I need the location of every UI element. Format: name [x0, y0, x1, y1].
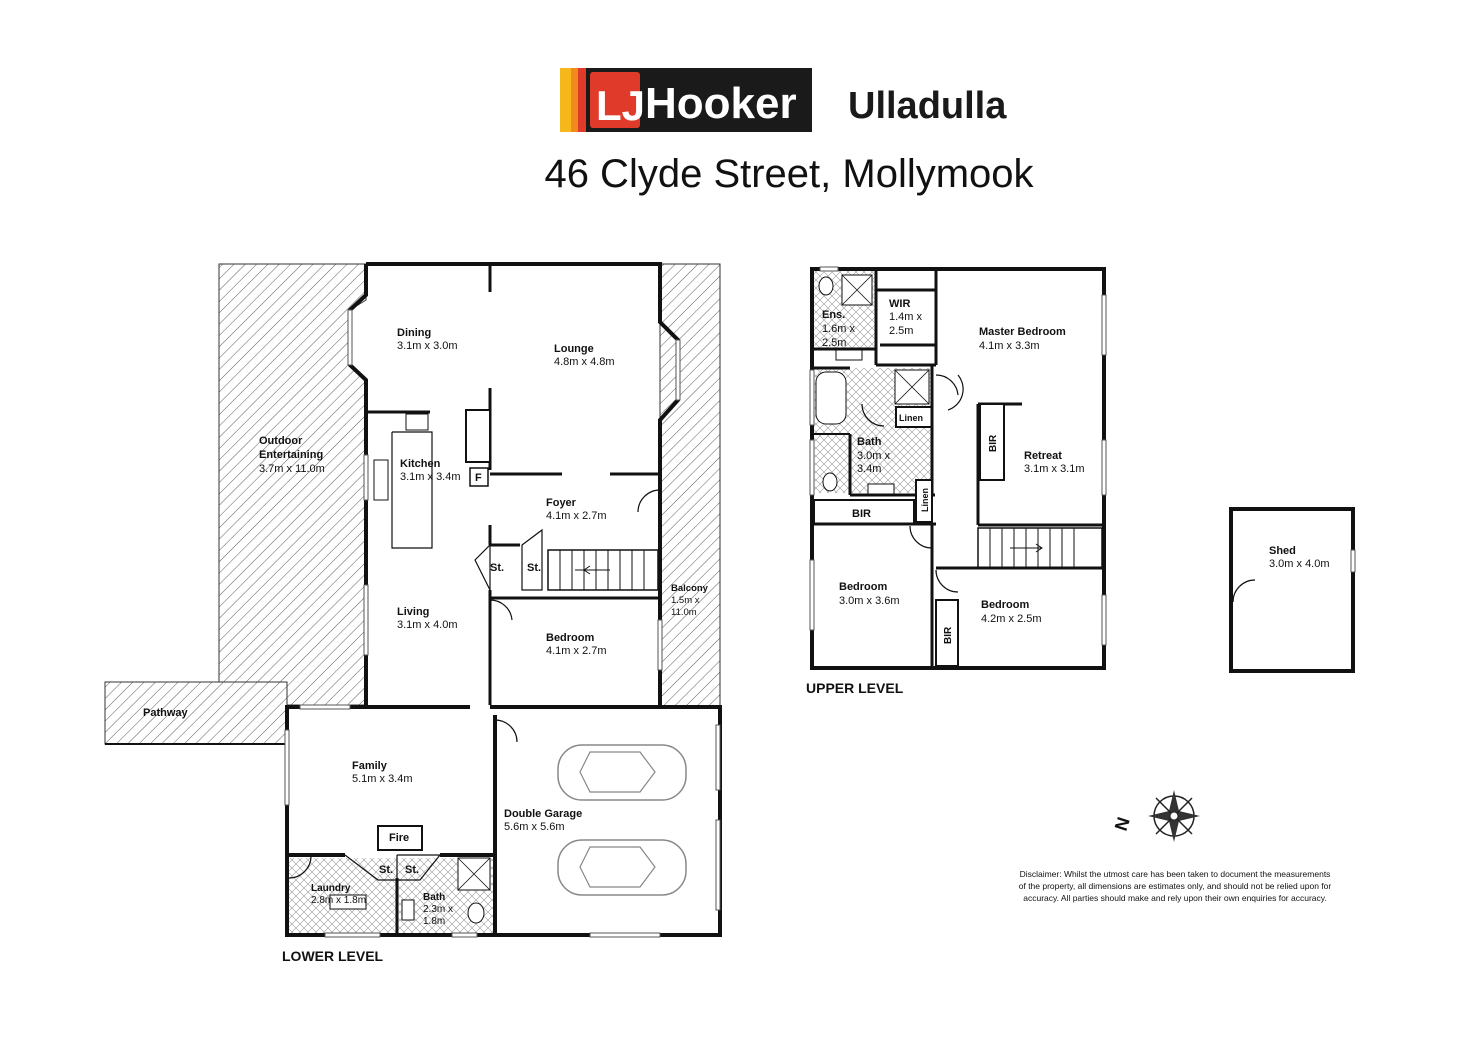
ensuite-dims-2: 2.5m — [822, 337, 846, 349]
ensuite-name: Ens. — [822, 309, 845, 321]
lower-bath-dims-1: 2.3m x — [423, 904, 453, 915]
upper-bedroom-1-dims: 3.0m x 3.6m — [839, 595, 900, 607]
disclaimer: Disclaimer: Whilst the utmost care has b… — [1019, 869, 1332, 903]
upper-bath-dims-1: 3.0m x — [857, 450, 891, 462]
pathway-label: Pathway — [143, 707, 189, 719]
upper-bedroom-2-dims: 4.2m x 2.5m — [981, 613, 1042, 625]
dining-dims: 3.1m x 3.0m — [397, 340, 458, 352]
upper-stairs — [977, 527, 1103, 569]
upper-bedroom-1-name: Bedroom — [839, 581, 888, 593]
lower-bath-name: Bath — [423, 892, 445, 903]
shed-name: Shed — [1269, 545, 1296, 557]
outdoor-name-2: Entertaining — [259, 449, 323, 461]
living-dims: 3.1m x 4.0m — [397, 619, 458, 631]
bir-label-2: BIR — [852, 508, 871, 520]
lower-bath-dims-2: 1.8m — [423, 916, 445, 927]
bir-label-3: BIR — [943, 626, 954, 644]
garage-car-icon — [557, 744, 687, 801]
compass-north-label: N — [1111, 815, 1134, 834]
disclaimer-line-1: Disclaimer: Whilst the utmost care has b… — [1020, 869, 1331, 879]
bedroom-name: Bedroom — [546, 632, 595, 644]
disclaimer-line-3: accuracy. All parties should make and re… — [1023, 893, 1326, 903]
property-address: 46 Clyde Street, Mollymook — [544, 152, 1034, 196]
linen-label-2: Linen — [920, 488, 930, 512]
master-bedroom-name: Master Bedroom — [979, 326, 1066, 338]
upper-level-label: UPPER LEVEL — [806, 680, 904, 696]
lower-level-plan: Outdoor Entertaining 3.7m x 11.0m Pathwa… — [104, 262, 722, 964]
pathway-hatch — [104, 681, 288, 745]
fire-label: Fire — [389, 832, 409, 844]
bir-label-1: BIR — [988, 434, 999, 452]
living-name: Living — [397, 606, 429, 618]
balcony-dims-2: 11.0m — [671, 607, 697, 618]
office-name: Ulladulla — [848, 85, 1007, 127]
foyer-dims: 4.1m x 2.7m — [546, 510, 607, 522]
wir-dims-1: 1.4m x — [889, 311, 923, 323]
kitchen-dims: 3.1m x 3.4m — [400, 471, 461, 483]
store-label-1: St. — [490, 562, 504, 574]
brand-logo: LJ Hooker — [560, 68, 812, 132]
upper-bath-name: Bath — [857, 436, 882, 448]
outdoor-deck-hatch — [218, 263, 367, 706]
outdoor-name-1: Outdoor — [259, 435, 303, 447]
retreat-dims: 3.1m x 3.1m — [1024, 463, 1085, 475]
compass-rose-icon: N — [1111, 790, 1200, 842]
outdoor-dims: 3.7m x 11.0m — [259, 463, 325, 475]
balcony-dims-1: 1.5m x — [671, 595, 700, 606]
dining-name: Dining — [397, 327, 431, 339]
bedroom-dims: 4.1m x 2.7m — [546, 645, 607, 657]
family-dims: 5.1m x 3.4m — [352, 773, 413, 785]
fridge-label: F — [475, 472, 482, 484]
logo-word: Hooker — [645, 79, 797, 128]
ensuite-dims-1: 1.6m x — [822, 323, 856, 335]
store-label-2: St. — [527, 562, 541, 574]
disclaimer-line-2: of the property, all dimensions are esti… — [1019, 881, 1332, 891]
store-label-3: St. — [379, 864, 393, 876]
upper-bath-dims-2: 3.4m — [857, 463, 881, 475]
garage-car-icon — [557, 839, 687, 896]
upper-level-plan: Ens. 1.6m x 2.5m WIR 1.4m x 2.5m Master … — [806, 266, 1107, 696]
store-label-4: St. — [405, 864, 419, 876]
laundry-name: Laundry — [311, 883, 351, 894]
balcony-name: Balcony — [671, 583, 709, 594]
kitchen-name: Kitchen — [400, 458, 441, 470]
garage-dims: 5.6m x 5.6m — [504, 821, 565, 833]
upper-bedroom-2-name: Bedroom — [981, 599, 1030, 611]
logo-letters: LJ — [596, 82, 645, 129]
shed-dims: 3.0m x 4.0m — [1269, 558, 1330, 570]
retreat-name: Retreat — [1024, 450, 1062, 462]
master-bedroom-dims: 4.1m x 3.3m — [979, 340, 1040, 352]
wir-dims-2: 2.5m — [889, 325, 913, 337]
shed-plan: Shed 3.0m x 4.0m — [1229, 507, 1356, 673]
lounge-name: Lounge — [554, 343, 594, 355]
linen-label-1: Linen — [899, 413, 923, 423]
lower-level-label: LOWER LEVEL — [282, 948, 384, 964]
family-name: Family — [352, 760, 388, 772]
foyer-name: Foyer — [546, 497, 577, 509]
lounge-dims: 4.8m x 4.8m — [554, 356, 615, 368]
wir-name: WIR — [889, 298, 910, 310]
lower-stairs — [547, 549, 659, 591]
laundry-dims: 2.8m x 1.8m — [311, 895, 366, 906]
garage-name: Double Garage — [504, 808, 582, 820]
